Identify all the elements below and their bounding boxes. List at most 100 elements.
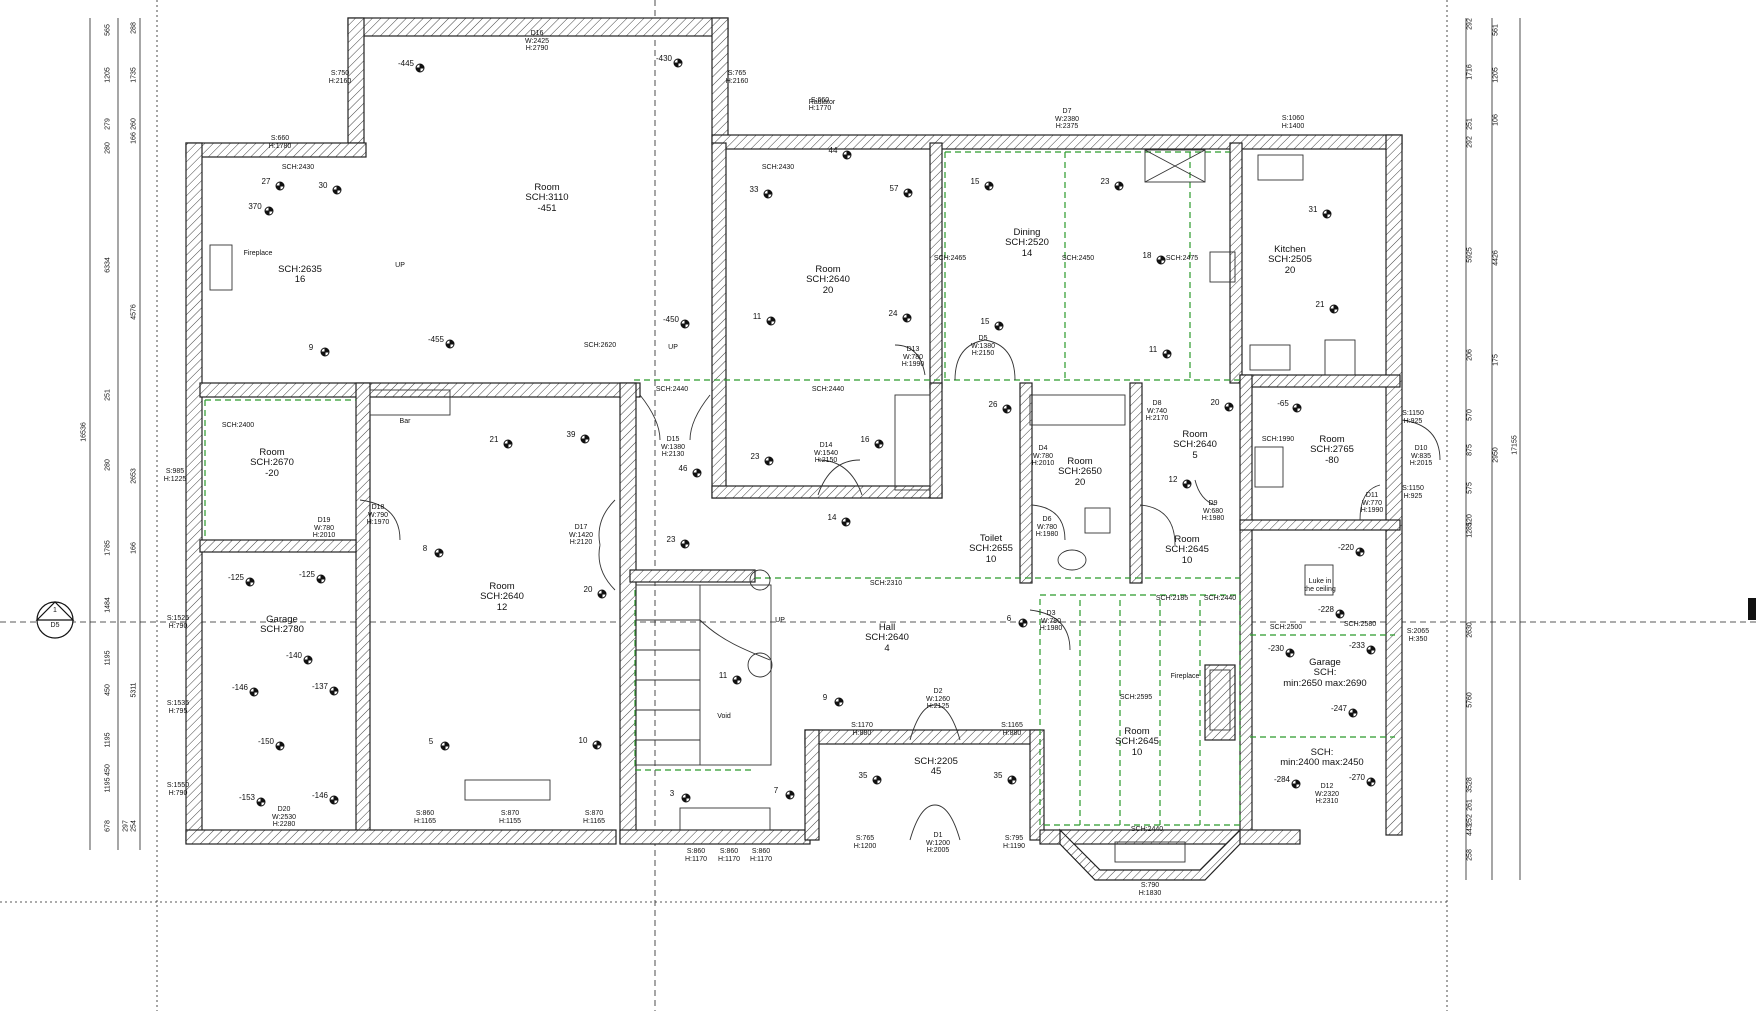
level-value-50: -233 [1348, 641, 1366, 650]
level-marker-52 [1291, 779, 1301, 789]
window-label-11: S:870 H:1155 [498, 810, 522, 825]
level-value-10: 23 [1100, 177, 1110, 186]
level-value-26: 46 [678, 464, 688, 473]
door-swings [359, 339, 1441, 841]
room-label-room-far-right: Room SCH:2765 -80 [1310, 434, 1354, 466]
window-label-14: S:860 H:1170 [717, 848, 741, 863]
ceiling-label-12: SCH:2580 [1343, 621, 1377, 628]
level-marker-4 [332, 185, 342, 195]
dim-right-19: 17155 [1511, 435, 1519, 455]
level-value-52: -284 [1273, 775, 1291, 784]
room-label-toilet: Toilet SCH:2655 10 [969, 533, 1013, 565]
dim-right2-2: 1205 [1492, 67, 1500, 83]
dim-right-4: 251 [1466, 118, 1474, 130]
level-value-46: 9 [822, 693, 828, 702]
window-label-20: S:790 H:1830 [1138, 882, 1162, 897]
room-label-room-top-left: SCH:2635 16 [278, 264, 322, 286]
dim-right2-5: 175 [1492, 354, 1500, 366]
level-value-32: 20 [583, 585, 593, 594]
level-marker-18 [902, 313, 912, 323]
ceiling-label-5: SCH:2440 [655, 386, 689, 393]
label-luke: Luke in [1308, 578, 1332, 585]
dim-left2-9: 254 [130, 820, 138, 832]
level-value-8: 57 [889, 184, 899, 193]
label-void: Void [717, 713, 731, 720]
label-section_num: 1 [53, 607, 57, 614]
label-up1: UP [395, 262, 405, 269]
window-label-13: S:860 H:1170 [684, 848, 708, 863]
room-label-room-left: Room SCH:2670 -20 [250, 447, 294, 479]
level-marker-53 [1366, 777, 1376, 787]
level-marker-12 [1156, 255, 1166, 265]
room-label-right-lower: SCH: min:2400 max:2450 [1280, 747, 1364, 769]
dim-right-8: 875 [1466, 444, 1474, 456]
level-marker-27 [874, 439, 884, 449]
level-marker-38 [249, 687, 259, 697]
level-value-4: 30 [318, 181, 328, 190]
dim-left-1: 565 [104, 24, 112, 36]
level-value-38: -146 [231, 683, 249, 692]
room-label-dining: Dining SCH:2520 14 [1005, 227, 1049, 259]
level-value-30: 8 [422, 544, 428, 553]
dim-left2-3: 260 [130, 118, 138, 130]
level-value-9: 15 [970, 177, 980, 186]
level-value-44: 6 [1006, 614, 1012, 623]
window-label-23: S:2065 H:350 [1406, 628, 1430, 643]
level-marker-37 [303, 655, 313, 665]
door-label-D13: D13 W:780 H:1990 [901, 346, 925, 369]
window-label-6: S:985 H:1225 [163, 468, 187, 483]
level-marker-15 [680, 319, 690, 329]
level-value-1: -445 [397, 59, 415, 68]
level-marker-7 [842, 150, 852, 160]
room-label-room-right-a: Room SCH:2640 5 [1173, 429, 1217, 461]
dim-left2-4: 166 [130, 132, 138, 144]
dim-right-7: 570 [1466, 409, 1474, 421]
window-label-21: S:1150 H:925 [1402, 410, 1424, 425]
label-up3: UP [775, 617, 785, 624]
ceiling-label-6: SCH:2440 [811, 386, 845, 393]
window-label-7: S:1525 H:790 [166, 615, 190, 630]
level-value-18: 24 [888, 309, 898, 318]
stair [635, 569, 773, 766]
ceiling-label-10: SCH:2440 [1203, 595, 1237, 602]
level-value-34: 10 [578, 736, 588, 745]
level-value-39: -137 [311, 682, 329, 691]
room-label-room-right-b: Room SCH:2645 10 [1165, 534, 1209, 566]
level-marker-22 [1292, 403, 1302, 413]
level-value-6: 33 [749, 185, 759, 194]
label-section_ref: D5 [50, 622, 60, 629]
room-label-room-top-center: Room SCH:3110 -451 [525, 182, 569, 214]
left-dimensions [89, 0, 158, 1011]
level-value-45: 11 [718, 671, 728, 680]
level-value-48: -228 [1317, 605, 1335, 614]
level-value-43: 12 [1168, 475, 1178, 484]
window-label-12: S:870 H:1165 [582, 810, 606, 825]
level-value-16: 9 [308, 343, 314, 352]
level-value-53: -270 [1348, 773, 1366, 782]
level-marker-8 [903, 188, 913, 198]
dim-right-2: 1716 [1466, 64, 1474, 80]
window-label-9: S:1550 H:790 [166, 782, 190, 797]
level-marker-57 [785, 790, 795, 800]
ceiling-label-14: SCH:2440 [1130, 826, 1164, 833]
window-label-2: S:750 H:2160 [328, 70, 352, 85]
dim-right-3: 292 [1466, 136, 1474, 148]
level-value-33: 5 [428, 737, 434, 746]
level-marker-14 [445, 339, 455, 349]
door-label-D6: D6 W:780 H:1980 [1035, 516, 1059, 539]
window-label-3: S:765 H:2160 [725, 70, 749, 85]
ceiling-label-1: SCH:2430 [281, 164, 315, 171]
ceiling-label-2: SCH:2430 [761, 164, 795, 171]
level-marker-3 [275, 181, 285, 191]
level-marker-43 [1182, 479, 1192, 489]
level-markers [245, 58, 1376, 807]
section-marker [35, 601, 75, 639]
level-marker-42 [329, 795, 339, 805]
level-marker-33 [440, 741, 450, 751]
dim-left2-6: 2653 [130, 468, 138, 484]
level-marker-46 [834, 697, 844, 707]
ceiling-label-16: SCH:2450 [1061, 255, 1095, 262]
room-label-room-top-mid: Room SCH:2640 20 [806, 264, 850, 296]
door-label-D1: D1 W:1200 H:2005 [926, 832, 950, 855]
